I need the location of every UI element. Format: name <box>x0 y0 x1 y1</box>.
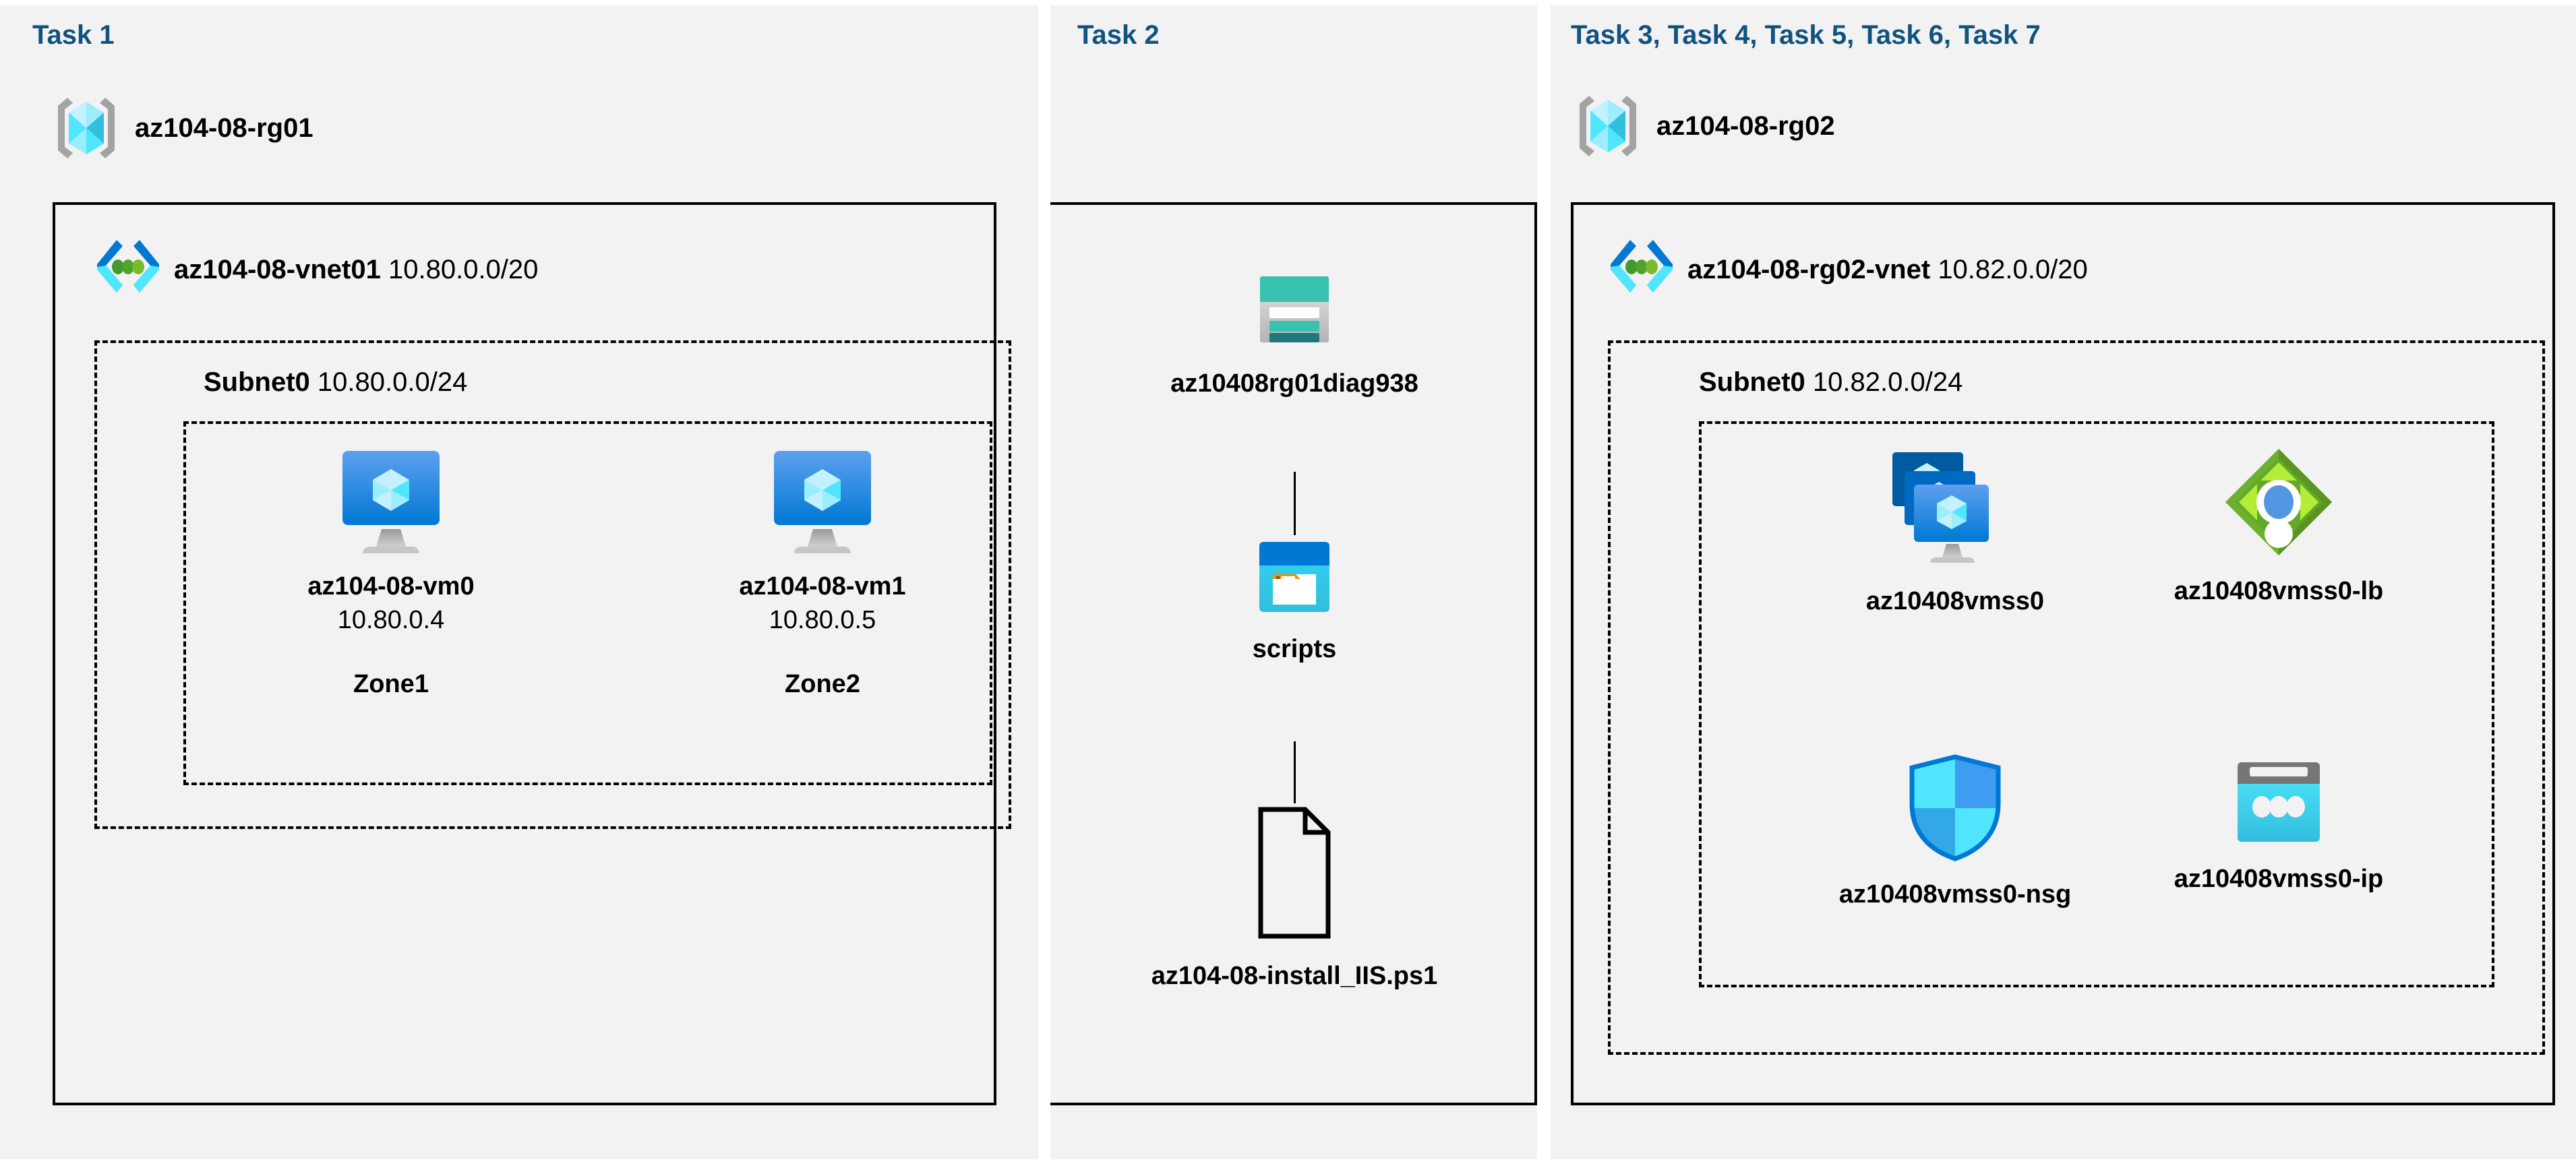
load-balancer-icon <box>2110 445 2447 559</box>
vm-scale-set-icon <box>1780 448 2130 570</box>
resource-group-icon <box>1574 89 1642 163</box>
task1-vm0-zone: Zone1 <box>353 669 429 698</box>
task1-rg-name: az104-08-rg01 <box>135 113 313 143</box>
task3to7-title: Task 3, Task 4, Task 5, Task 6, Task 7 <box>1571 20 2041 50</box>
blob-container-icon <box>1133 539 1456 615</box>
task3to7-nsg-name: az10408vmss0-nsg <box>1838 880 2072 909</box>
resource-group-icon <box>53 91 120 165</box>
task3to7-subnet-box <box>1608 340 2545 1055</box>
task1-subnet-box <box>94 340 1011 829</box>
task1-vm1-ip: 10.80.0.5 <box>769 605 876 634</box>
task2-box <box>1050 202 1537 1105</box>
task1-zones-box <box>183 421 992 785</box>
task1-vnet-name: az104-08-vnet01 <box>174 254 381 284</box>
task1-vnet-cidr: 10.80.0.0/20 <box>388 254 539 284</box>
task1-resource-group: az104-08-rg01 <box>53 91 313 165</box>
task1-vm0[interactable]: az104-08-vm0 10.80.0.4 Zone1 <box>256 448 526 699</box>
virtual-machine-icon <box>688 448 957 556</box>
task3to7-vnet-header: az104-08-rg02-vnet 10.82.0.0/20 <box>1608 237 2088 302</box>
task1-title: Task 1 <box>32 20 115 50</box>
task1-vnet-header: az104-08-vnet01 10.80.0.0/20 <box>94 237 538 302</box>
task3to7-lb-name: az10408vmss0-lb <box>2174 577 2384 605</box>
connector-storage-to-scripts <box>1294 472 1296 535</box>
task3to7-pip-name: az10408vmss0-ip <box>2174 865 2384 893</box>
task3to7-subnet-cidr: 10.82.0.0/24 <box>1812 367 1963 397</box>
task2-storage-name: az10408rg01diag938 <box>1170 369 1418 398</box>
task1-vm0-ip: 10.80.0.4 <box>337 605 445 634</box>
task3to7-rg-name: az104-08-rg02 <box>1656 111 1835 141</box>
task2-storage-account[interactable]: az10408rg01diag938 <box>1133 270 1456 400</box>
task1-vm0-name: az104-08-vm0 <box>307 572 475 601</box>
task1-subnet-cidr: 10.80.0.0/24 <box>317 367 468 397</box>
storage-account-icon <box>1133 270 1456 349</box>
task3to7-vnet-cidr: 10.82.0.0/20 <box>1938 254 2088 284</box>
task2-title: Task 2 <box>1077 20 1160 50</box>
network-security-group-icon <box>1780 751 2130 863</box>
task3to7-load-balancer[interactable]: az10408vmss0-lb <box>2110 445 2447 608</box>
task3to7-nsg[interactable]: az10408vmss0-nsg <box>1780 751 2130 911</box>
task3to7-vmss-name: az10408vmss0 <box>1865 587 2045 615</box>
task1-vm1-zone: Zone2 <box>785 669 860 698</box>
virtual-network-icon <box>94 237 162 302</box>
task1-vm1[interactable]: az104-08-vm1 10.80.0.5 Zone2 <box>688 448 957 699</box>
task1-subnet-label: Subnet0 10.80.0.0/24 <box>204 367 467 398</box>
task1-vm1-name: az104-08-vm1 <box>739 572 906 601</box>
task1-subnet-name: Subnet0 <box>204 367 310 397</box>
task3to7-subnet-label: Subnet0 10.82.0.0/24 <box>1699 367 1963 398</box>
file-icon <box>1092 805 1497 940</box>
task2-blob-container[interactable]: scripts <box>1133 539 1456 666</box>
task2-file-name: az104-08-install_IIS.ps1 <box>1151 962 1438 990</box>
task3to7-vnet-name: az104-08-rg02-vnet <box>1687 254 1931 284</box>
task1-vnet-box <box>53 202 996 1105</box>
task2-container-name: scripts <box>1252 635 1337 663</box>
task3to7-vmss[interactable]: az10408vmss0 <box>1780 448 2130 618</box>
task3to7-subnet-name: Subnet0 <box>1699 367 1805 397</box>
public-ip-address-icon <box>2110 758 2447 847</box>
virtual-machine-icon <box>256 448 526 556</box>
connector-scripts-to-file <box>1294 741 1296 803</box>
task2-script-file[interactable]: az104-08-install_IIS.ps1 <box>1092 805 1497 993</box>
task3to7-resource-group: az104-08-rg02 <box>1574 89 1835 163</box>
virtual-network-icon <box>1608 237 1675 302</box>
task3to7-resources-box <box>1699 421 2494 987</box>
task3to7-vnet-box <box>1571 202 2555 1105</box>
task3to7-public-ip[interactable]: az10408vmss0-ip <box>2110 758 2447 896</box>
